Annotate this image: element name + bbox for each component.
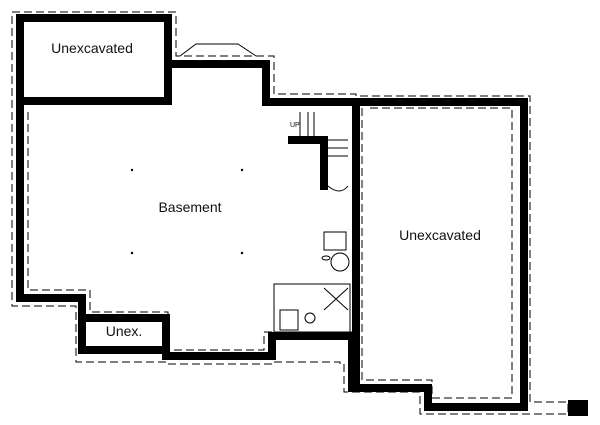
exterior-corner-block xyxy=(568,400,588,416)
room-label-basement: Basement xyxy=(158,199,221,215)
partition-wall-top-left xyxy=(16,60,172,105)
inner-dashed-outline xyxy=(27,112,357,351)
unex-box-wall xyxy=(78,314,170,354)
room-label-unexcavated-right: Unexcavated xyxy=(399,227,481,243)
stair-up-label: UP xyxy=(290,122,300,129)
room-label-unexcavated-top-left: Unexcavated xyxy=(51,40,133,56)
bathroom-fixtures xyxy=(273,231,351,333)
stairs xyxy=(299,112,349,192)
bay-window xyxy=(179,43,257,57)
room-label-unex: Unex. xyxy=(106,323,143,339)
stair-wall xyxy=(288,136,328,190)
right-dashed-outline xyxy=(361,107,513,399)
post-markers xyxy=(130,168,244,255)
